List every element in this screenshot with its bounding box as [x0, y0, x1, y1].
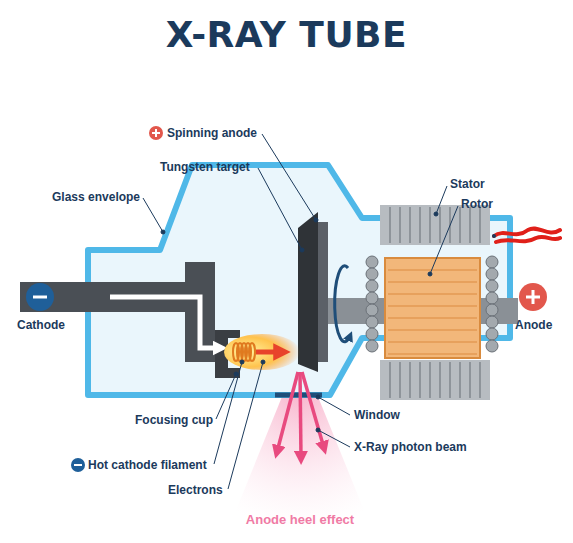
- minus-icon: [71, 458, 85, 472]
- current-arrow: [110, 297, 220, 348]
- part-label: Tungsten target: [160, 160, 250, 174]
- part-label: Glass envelope: [52, 190, 140, 204]
- stator: [380, 205, 490, 400]
- cathode-terminal: [26, 283, 54, 311]
- tungsten-target: [298, 212, 318, 372]
- part-label: Window: [354, 408, 400, 422]
- part-label: Hot cathode filament: [88, 458, 207, 472]
- leader-lines: [143, 134, 458, 489]
- part-label: Stator: [450, 177, 485, 191]
- anode-terminal: [519, 283, 547, 311]
- rotor: [385, 258, 480, 358]
- leader-dot: [492, 234, 496, 238]
- part-label: Anode: [515, 318, 552, 332]
- part-label: Rotor: [461, 197, 493, 211]
- electron-arrow: [256, 350, 282, 355]
- title: X-RAY TUBE: [166, 14, 407, 55]
- effect-caption: Anode heel effect: [246, 512, 354, 527]
- filament-coil: [233, 343, 255, 361]
- part-label: Cathode: [17, 318, 65, 332]
- red-scribble: [494, 228, 560, 242]
- part-label: X-Ray photon beam: [354, 440, 467, 454]
- part-label: Spinning anode: [167, 126, 257, 140]
- rotation-arrow: [335, 266, 350, 342]
- part-label: Focusing cup: [135, 413, 213, 427]
- anode-disk: [318, 222, 328, 362]
- x-ray-arrows: [277, 372, 324, 458]
- plus-icon: [149, 126, 163, 140]
- part-label: Electrons: [168, 483, 223, 497]
